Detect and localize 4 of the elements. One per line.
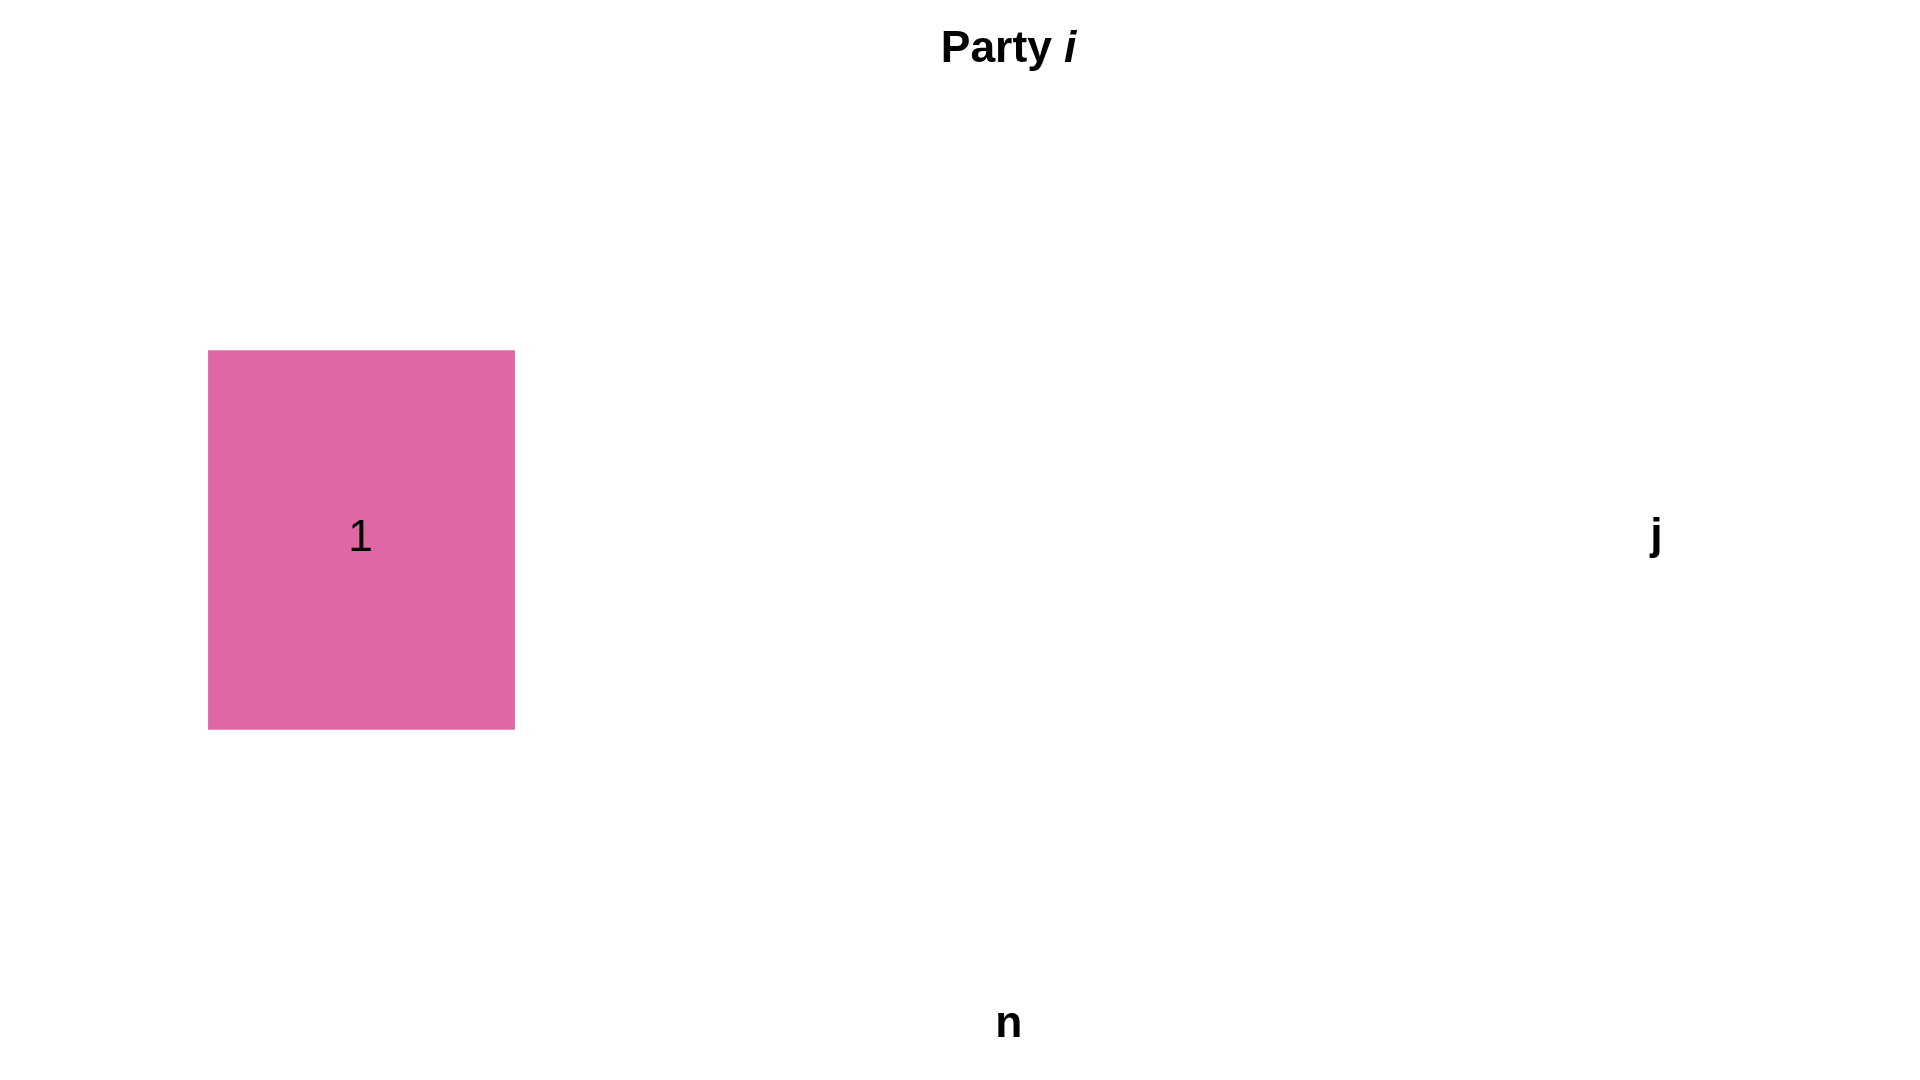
node-box: 1 (207, 350, 515, 730)
label: j (1649, 509, 1663, 559)
label: Party i (940, 21, 1076, 71)
label: n (994, 996, 1022, 1046)
